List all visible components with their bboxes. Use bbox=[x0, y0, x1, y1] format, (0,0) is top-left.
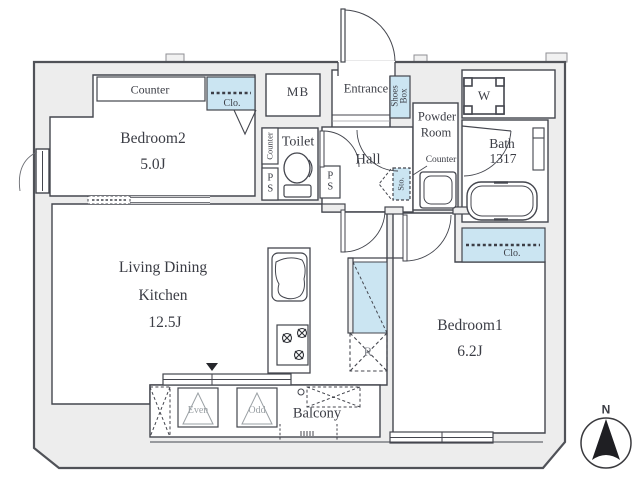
label-hatch-even: Even bbox=[187, 404, 209, 416]
washer-pan-icon bbox=[463, 77, 505, 115]
room-entrance bbox=[331, 69, 391, 136]
balcony-drain-grate bbox=[300, 431, 314, 436]
entrance-door-icon bbox=[340, 8, 396, 63]
stove-burners-icon bbox=[281, 327, 308, 361]
label-bath-size: 1317 bbox=[489, 150, 517, 166]
washbasin-icon bbox=[419, 171, 457, 209]
storage-folding-door bbox=[378, 168, 392, 200]
label-ps-left: PS bbox=[267, 172, 274, 194]
drain-icon bbox=[297, 388, 305, 396]
label-powder-room-2: Room bbox=[420, 125, 452, 140]
room-mb bbox=[265, 73, 321, 117]
label-bath: Bath bbox=[489, 135, 515, 151]
bath-door-icon bbox=[461, 125, 512, 177]
bedroom1-door-icon bbox=[402, 214, 452, 262]
evacuation-hatch-even bbox=[177, 387, 219, 428]
balcony-partition bbox=[149, 386, 171, 438]
label-ldk-size: 12.5J bbox=[148, 313, 182, 331]
label-powder-room-1: Powder bbox=[417, 109, 457, 124]
label-ps-right: PS bbox=[327, 170, 334, 192]
tall-cabinet bbox=[352, 261, 388, 334]
label-mb: MB bbox=[286, 84, 310, 100]
refrigerator-space bbox=[349, 332, 388, 372]
label-toilet: Toilet bbox=[281, 134, 315, 150]
label-compass-north: N bbox=[601, 402, 611, 417]
bedroom2-window-icon bbox=[18, 148, 50, 194]
label-hall: Hall bbox=[355, 151, 381, 168]
label-counter-bedroom2: Counter bbox=[130, 82, 170, 97]
orientation-marker bbox=[206, 363, 218, 371]
label-bedroom1-size: 6.2J bbox=[457, 342, 483, 360]
wall-joint-tabs bbox=[165, 52, 568, 63]
ps-right-box bbox=[319, 165, 341, 199]
label-refrigerator: R bbox=[363, 344, 373, 360]
closet-bedroom2 bbox=[206, 76, 257, 136]
label-ldk-1: Living Dining bbox=[118, 258, 208, 276]
toilet-door-icon bbox=[319, 130, 360, 168]
ldk-door-icon bbox=[340, 209, 386, 253]
compass-icon bbox=[580, 417, 632, 469]
wall-stub-hall-ldk bbox=[321, 203, 346, 213]
bath-shelf bbox=[532, 127, 545, 171]
label-storage: Sto. bbox=[395, 177, 406, 191]
wall-cabinet-side bbox=[347, 257, 354, 334]
bathtub-icon bbox=[466, 181, 538, 221]
label-closet-bedroom2: Clo. bbox=[223, 97, 241, 109]
label-bedroom1: Bedroom1 bbox=[437, 316, 503, 334]
wall-stub-aisle bbox=[384, 206, 404, 215]
toilet-icon bbox=[283, 152, 313, 198]
ac-unit-space bbox=[306, 386, 361, 408]
shoes-box bbox=[389, 75, 411, 119]
label-entrance: Entrance bbox=[343, 81, 389, 96]
label-bedroom2-size: 5.0J bbox=[140, 155, 166, 173]
balcony-dividers bbox=[279, 424, 338, 442]
label-counter-toilet: Counter bbox=[264, 132, 275, 160]
ldk-window-icon bbox=[162, 373, 292, 386]
label-closet-bedroom1: Clo. bbox=[503, 247, 521, 259]
label-bedroom2: Bedroom2 bbox=[120, 129, 186, 147]
label-counter-powder: Counter bbox=[425, 155, 457, 166]
evacuation-hatch-odd bbox=[236, 387, 278, 428]
bedroom1-window-icon bbox=[389, 431, 494, 444]
label-balcony: Balcony bbox=[292, 405, 342, 422]
label-ldk-2: Kitchen bbox=[138, 286, 188, 304]
ps-left-box bbox=[261, 167, 279, 201]
counter-bedroom2-box bbox=[96, 76, 206, 102]
hall-door-arc bbox=[356, 129, 399, 172]
label-washer: W bbox=[477, 88, 491, 104]
label-shoes-box: Shoes Box bbox=[389, 85, 409, 107]
closet-bedroom1 bbox=[461, 227, 546, 263]
counter-toilet-box bbox=[261, 127, 279, 165]
room-bedroom2 bbox=[49, 74, 256, 197]
storage-box bbox=[392, 167, 411, 201]
label-hatch-odd: Odd bbox=[248, 404, 266, 416]
